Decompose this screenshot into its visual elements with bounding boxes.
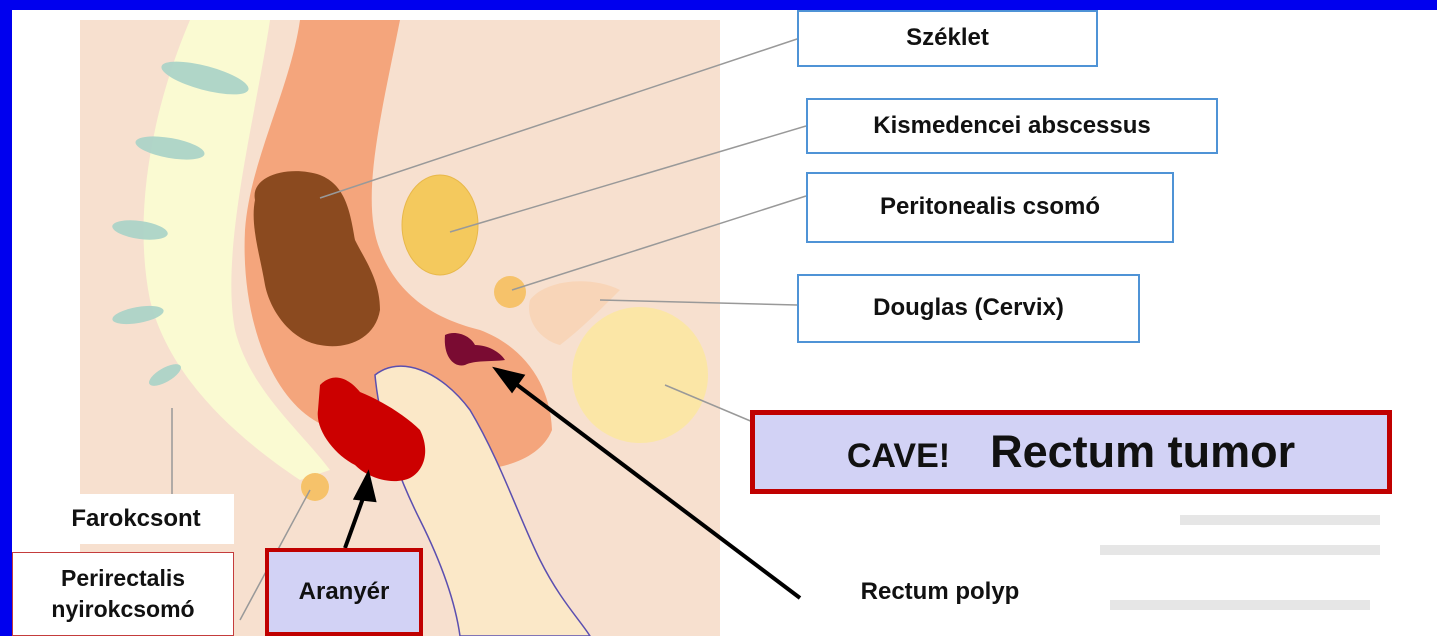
cave-warning: CAVE! bbox=[847, 437, 950, 476]
label-hemorrhoid: Aranyér bbox=[265, 548, 423, 636]
cave-callout: CAVE! Rectum tumor bbox=[750, 410, 1392, 494]
label-rectal-polyp: Rectum polyp bbox=[820, 572, 1060, 612]
label-pelvic-abscess: Kismedencei abscessus bbox=[806, 98, 1218, 154]
label-perirectal-line2: nyirokcsomó bbox=[51, 594, 194, 625]
uterus bbox=[572, 307, 708, 443]
label-douglas: Douglas (Cervix) bbox=[797, 274, 1140, 343]
label-perirectal-node: Perirectalis nyirokcsomó bbox=[12, 552, 234, 636]
label-coccyx: Farokcsont bbox=[38, 494, 234, 544]
perirectal-lymph-node bbox=[301, 473, 329, 501]
label-perirectal-line1: Perirectalis bbox=[61, 563, 185, 594]
label-szeklet: Széklet bbox=[797, 10, 1098, 67]
peritoneal-nodule bbox=[494, 276, 526, 308]
pelvic-abscess bbox=[402, 175, 478, 275]
label-peritoneal-nodule: Peritonealis csomó bbox=[806, 172, 1174, 243]
cave-title: Rectum tumor bbox=[990, 426, 1295, 478]
